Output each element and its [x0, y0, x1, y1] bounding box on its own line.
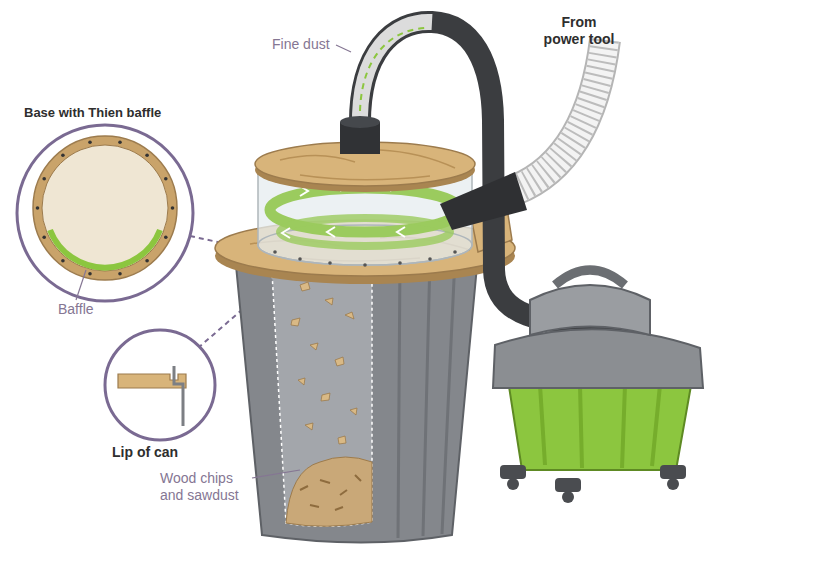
- inlet-hose: [515, 40, 605, 190]
- leader-line: [76, 270, 86, 300]
- screw-dot: [145, 259, 149, 263]
- inset-title: Base with Thien baffle: [24, 104, 161, 121]
- baffle-arc: [50, 230, 160, 268]
- screw-dot: [88, 140, 92, 144]
- screw-dot: [61, 153, 65, 157]
- part-label: Wood chips and sawdust: [160, 470, 252, 504]
- screw-dot: [42, 177, 46, 181]
- sawdust-pile: [286, 457, 372, 526]
- screw-dot: [145, 153, 149, 157]
- screw-dot: [118, 272, 122, 276]
- inset-title: Lip of can: [112, 444, 178, 461]
- screws: [273, 250, 457, 267]
- source-label: From power tool: [540, 14, 618, 48]
- screw-dot: [164, 177, 168, 181]
- lip-inset: [105, 330, 215, 440]
- cutaway: [272, 264, 372, 526]
- leader-line: [336, 45, 351, 52]
- screw-dot: [61, 259, 65, 263]
- trash-can: [235, 255, 478, 543]
- screw-dot: [36, 206, 40, 210]
- screw-dot: [42, 236, 46, 240]
- falling-chips: [291, 282, 357, 444]
- shop-vac: [508, 380, 692, 470]
- part-label: Fine dust: [272, 36, 330, 53]
- screw-dot: [171, 206, 175, 210]
- screw-dot: [118, 140, 122, 144]
- leader-line: [252, 470, 300, 478]
- baffle-inset: [17, 125, 193, 301]
- screw-dot: [164, 236, 168, 240]
- inlet-nozzle: [440, 172, 527, 230]
- part-label: Baffle: [58, 301, 94, 318]
- screw-dot: [88, 272, 92, 276]
- clear-hose-section: [360, 22, 432, 128]
